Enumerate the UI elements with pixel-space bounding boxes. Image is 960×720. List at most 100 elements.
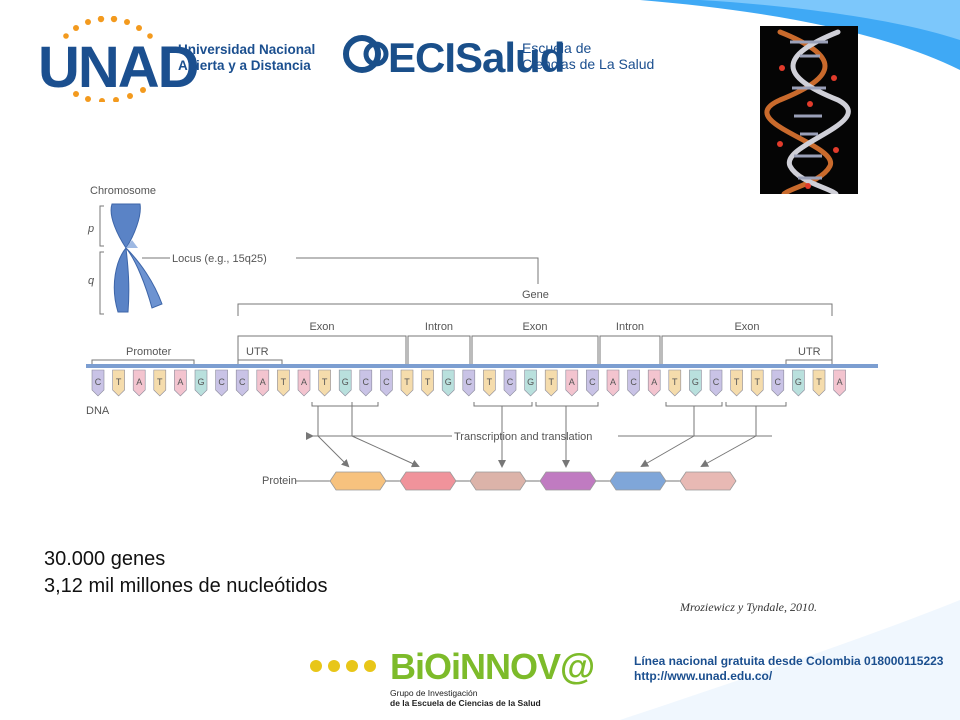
dna-base: G xyxy=(194,369,208,397)
dna-base-letter: T xyxy=(734,377,740,387)
dna-base-letter: A xyxy=(301,377,307,387)
transcription-arrows xyxy=(306,402,787,466)
genome-stats: 30.000 genes 3,12 mil millones de nucleó… xyxy=(44,546,328,600)
dna-base-letter: G xyxy=(795,377,802,387)
dna-base-letter: C xyxy=(218,377,225,387)
footer-contact: Línea nacional gratuita desde Colombia 0… xyxy=(634,654,943,684)
transcription-label: Transcription and translation xyxy=(454,431,592,443)
utr-left-label: UTR xyxy=(246,346,269,358)
segment-label: Exon xyxy=(309,321,334,333)
utr-right-label: UTR xyxy=(798,346,821,358)
dna-base-letter: A xyxy=(136,377,142,387)
dna-helix-photo xyxy=(760,26,858,194)
segment-label: Intron xyxy=(616,321,644,333)
ecisalud-logo: ECISalud Escuela de Ciencias de La Salud xyxy=(342,28,682,88)
protein-label: Protein xyxy=(262,475,297,487)
ecisalud-mark-icon xyxy=(343,35,389,73)
dna-base-letter: T xyxy=(754,377,760,387)
bioinnova-logo: BiOiNNOV@ Grupo de Investigación de la E… xyxy=(386,642,618,712)
dna-base: A xyxy=(256,369,270,397)
dna-base: C xyxy=(359,369,373,397)
unad-dots-icon xyxy=(63,16,153,102)
ecisalud-wordmark: ECISalud xyxy=(388,34,565,81)
dna-base: T xyxy=(421,369,434,397)
gene-bracket xyxy=(237,303,833,316)
protein-domain xyxy=(539,471,597,491)
segment-label: Exon xyxy=(734,321,759,333)
segment-bracket xyxy=(237,335,407,364)
dna-base-letter: A xyxy=(177,377,183,387)
dna-base: T xyxy=(483,369,496,397)
dna-base-letter: T xyxy=(116,377,122,387)
chromosome-icon xyxy=(110,203,163,313)
dna-base-letter: G xyxy=(527,377,534,387)
protein-chain xyxy=(329,471,737,491)
dna-base-letter: C xyxy=(775,377,782,387)
dna-base-letter: A xyxy=(651,377,657,387)
segment-label: Exon xyxy=(522,321,547,333)
dna-base: A xyxy=(132,369,146,397)
segment-bracket xyxy=(661,335,833,364)
dna-base-letter: T xyxy=(487,377,493,387)
unad-subtitle: Universidad Nacional Abierta y a Distanc… xyxy=(178,42,316,73)
dna-base: A xyxy=(174,369,187,397)
segment-label: Intron xyxy=(425,321,453,333)
ecisalud-subtitle: Escuela de Ciencias de La Salud xyxy=(522,40,655,72)
p-arm-label: p xyxy=(87,223,94,235)
promoter-bracket: Promoter UTR UTR xyxy=(91,346,833,364)
chromosome-label: Chromosome xyxy=(90,185,156,197)
dna-base: A xyxy=(833,369,846,397)
dna-base-letter: G xyxy=(692,377,699,387)
bioinnova-wordmark: BiOiNNOV@ xyxy=(390,646,595,687)
dna-base: A xyxy=(565,369,579,397)
segment-bracket xyxy=(471,335,599,364)
dna-base: C xyxy=(215,369,228,397)
dna-base-letter: A xyxy=(837,377,843,387)
dna-base-letter: A xyxy=(260,377,266,387)
gene-count-text: 30.000 genes xyxy=(44,548,166,570)
dna-base: T xyxy=(277,369,290,397)
dna-base: T xyxy=(400,369,414,397)
dna-base: C xyxy=(235,369,249,397)
dna-base: C xyxy=(380,369,393,397)
dna-base-letter: T xyxy=(322,377,328,387)
dna-base: A xyxy=(606,369,620,397)
dna-base: T xyxy=(153,369,167,397)
dna-base-letter: C xyxy=(589,377,596,387)
dna-base: T xyxy=(318,369,331,397)
locus-line xyxy=(142,257,539,284)
arm-bracket xyxy=(99,205,104,315)
footer-swoosh xyxy=(620,600,960,720)
dna-base-letter: T xyxy=(816,377,822,387)
dna-base-letter: T xyxy=(281,377,287,387)
dna-base: T xyxy=(812,369,826,397)
dna-base-letter: C xyxy=(383,377,390,387)
dna-base: G xyxy=(524,369,537,397)
dna-base: G xyxy=(338,369,352,397)
dna-base: A xyxy=(297,369,311,397)
dna-base-letter: T xyxy=(425,377,431,387)
dna-base-letter: G xyxy=(197,377,204,387)
dna-base-letter: C xyxy=(507,377,514,387)
dna-base-letter: G xyxy=(445,377,452,387)
dna-base: T xyxy=(544,369,558,397)
nucleotide-count-text: 3,12 mil millones de nucleótidos xyxy=(44,575,328,597)
dna-base-letter: T xyxy=(672,377,678,387)
dna-base: G xyxy=(441,369,455,397)
website-link[interactable]: http://www.unad.edu.co/ xyxy=(634,669,773,683)
dna-base: C xyxy=(503,369,517,397)
dna-base-letter: G xyxy=(342,377,349,387)
dna-base: C xyxy=(771,369,785,397)
dna-base: G xyxy=(792,369,805,397)
dna-base: T xyxy=(112,369,125,397)
protein-domain xyxy=(329,471,387,491)
footer-dots-icon xyxy=(310,660,376,672)
segment-bracket xyxy=(599,335,661,364)
dna-base-letter: A xyxy=(610,377,616,387)
promoter-label: Promoter xyxy=(126,346,172,358)
protein-domain xyxy=(399,471,457,491)
dna-base: C xyxy=(586,369,599,397)
dna-base-letter: C xyxy=(466,377,473,387)
dna-base-letter: A xyxy=(569,377,575,387)
